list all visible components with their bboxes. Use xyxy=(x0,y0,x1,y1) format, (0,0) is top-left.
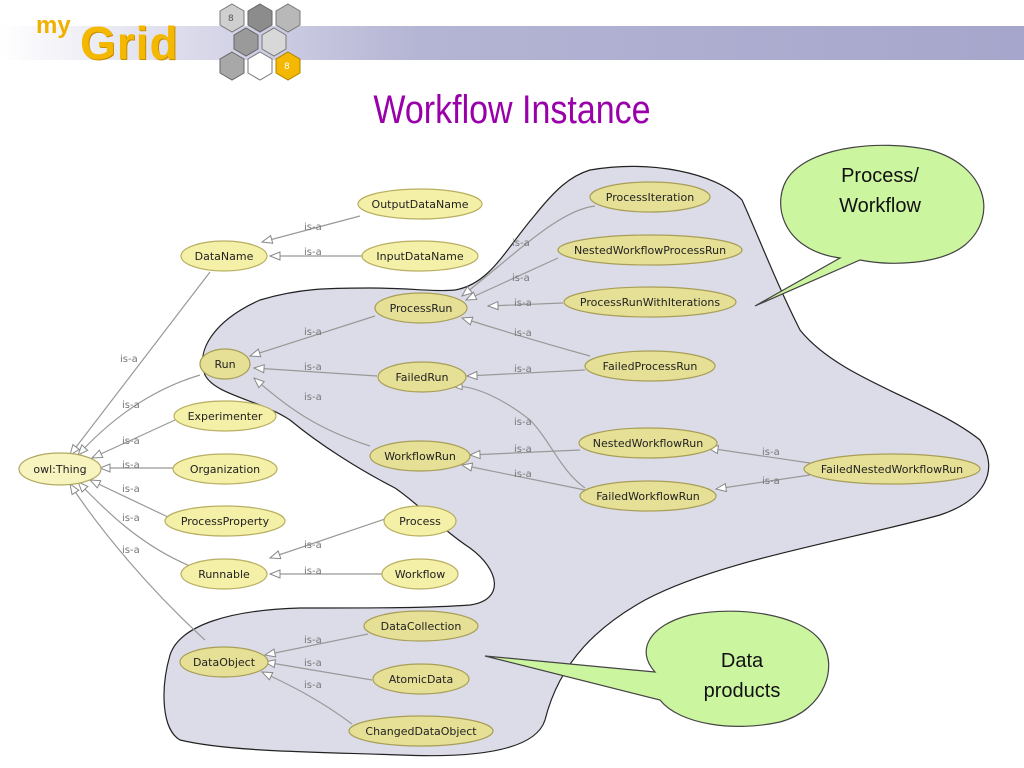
svg-text:8: 8 xyxy=(228,14,234,24)
edge-label: is-a xyxy=(122,460,140,471)
node-failedworkflowrun[interactable]: FailedWorkflowRun xyxy=(579,480,717,512)
edge-label: is-a xyxy=(304,247,322,258)
node-changeddataobject[interactable]: ChangedDataObject xyxy=(348,715,494,747)
node-label: AtomicData xyxy=(389,673,453,686)
node-label: DataObject xyxy=(193,656,256,669)
node-dataobject[interactable]: DataObject xyxy=(179,646,269,678)
edge-label: is-a xyxy=(122,484,140,495)
edge-label: is-a xyxy=(762,476,780,487)
callout-process-line2: Workflow xyxy=(839,195,921,217)
logo-grid-text: Grid xyxy=(80,17,179,69)
is-a-edges xyxy=(70,205,811,725)
header-band xyxy=(0,26,1024,60)
callout-data-line1: Data xyxy=(721,650,764,672)
edge-labels: is-a is-a is-a is-a is-a is-a is-a is-a … xyxy=(120,222,780,691)
node-label: OutputDataName xyxy=(372,198,469,211)
edge-label: is-a xyxy=(514,328,532,339)
node-label: Organization xyxy=(190,463,260,476)
data-products-callout xyxy=(484,610,830,727)
node-label: ChangedDataObject xyxy=(365,725,477,738)
node-outputdataname[interactable]: OutputDataName xyxy=(357,188,483,220)
node-failedprocessrun[interactable]: FailedProcessRun xyxy=(584,350,716,382)
edge-label: is-a xyxy=(122,513,140,524)
node-label: Experimenter xyxy=(188,410,263,423)
callout-process-line1: Process/ xyxy=(841,165,919,187)
node-label: ProcessProperty xyxy=(181,515,270,528)
node-organization[interactable]: Organization xyxy=(172,453,278,485)
node-label: FailedNestedWorkflowRun xyxy=(821,463,963,476)
node-label: FailedProcessRun xyxy=(603,360,698,373)
callout-data-line2: products xyxy=(704,680,781,702)
node-label: NestedWorkflowProcessRun xyxy=(574,244,726,257)
node-label: Run xyxy=(214,358,235,371)
edge-label: is-a xyxy=(512,238,530,249)
edge-label: is-a xyxy=(122,545,140,556)
edge-label: is-a xyxy=(514,298,532,309)
edge-label: is-a xyxy=(514,417,532,428)
node-nestedworkflowrun[interactable]: NestedWorkflowRun xyxy=(578,427,718,459)
edge-label: is-a xyxy=(762,447,780,458)
edge-label: is-a xyxy=(514,364,532,375)
node-dataname[interactable]: DataName xyxy=(180,240,268,272)
node-processrun[interactable]: ProcessRun xyxy=(374,292,468,324)
edge-label: is-a xyxy=(304,362,322,373)
node-label: FailedRun xyxy=(395,371,448,384)
node-label: DataCollection xyxy=(381,620,462,633)
node-label: Workflow xyxy=(395,568,446,581)
node-experimenter[interactable]: Experimenter xyxy=(173,400,277,432)
edge-label: is-a xyxy=(304,635,322,646)
edge-label: is-a xyxy=(304,680,322,691)
edge-label: is-a xyxy=(514,469,532,480)
node-inputdataname[interactable]: InputDataName xyxy=(361,240,479,272)
node-label: WorkflowRun xyxy=(384,450,456,463)
node-label: ProcessRun xyxy=(390,302,453,315)
node-label: ProcessRunWithIterations xyxy=(580,296,720,309)
node-failednestedworkflowrun[interactable]: FailedNestedWorkflowRun xyxy=(803,453,981,485)
node-label: ProcessIteration xyxy=(606,191,694,204)
node-processproperty[interactable]: ProcessProperty xyxy=(164,505,286,537)
node-failedrun[interactable]: FailedRun xyxy=(377,361,467,393)
edge-label: is-a xyxy=(514,444,532,455)
node-run[interactable]: Run xyxy=(199,348,251,380)
edge-label: is-a xyxy=(512,273,530,284)
edge-label: is-a xyxy=(122,400,140,411)
node-label: Runnable xyxy=(198,568,250,581)
node-processiteration[interactable]: ProcessIteration xyxy=(589,181,711,213)
edge-label: is-a xyxy=(304,566,322,577)
process-workflow-callout xyxy=(754,144,985,307)
node-datacollection[interactable]: DataCollection xyxy=(363,610,479,642)
edge-label: is-a xyxy=(120,354,138,365)
page-title: Workflow Instance xyxy=(373,88,651,132)
edge-label: is-a xyxy=(304,540,322,551)
node-label: NestedWorkflowRun xyxy=(593,437,703,450)
node-label: DataName xyxy=(195,250,254,263)
node-workflow[interactable]: Workflow xyxy=(381,558,459,590)
svg-text:8: 8 xyxy=(284,62,290,72)
node-label: FailedWorkflowRun xyxy=(596,490,700,503)
node-process[interactable]: Process xyxy=(383,505,457,537)
node-runnable[interactable]: Runnable xyxy=(180,558,268,590)
process-workflow-region xyxy=(163,165,990,757)
node-label: owl:Thing xyxy=(33,463,86,476)
node-processrunwithiterations[interactable]: ProcessRunWithIterations xyxy=(563,286,737,318)
node-workflowrun[interactable]: WorkflowRun xyxy=(369,440,471,472)
logo-hex-icon: 8 8 xyxy=(219,3,301,81)
edge-label: is-a xyxy=(122,436,140,447)
logo-my-text: my xyxy=(36,12,71,39)
edge-label: is-a xyxy=(304,222,322,233)
edge-label: is-a xyxy=(304,392,322,403)
edge-label: is-a xyxy=(304,327,322,338)
node-owl-thing[interactable]: owl:Thing xyxy=(18,452,102,486)
node-nestedworkflowprocessrun[interactable]: NestedWorkflowProcessRun xyxy=(557,234,743,266)
edge-label: is-a xyxy=(304,658,322,669)
node-label: Process xyxy=(399,515,441,528)
node-atomicdata[interactable]: AtomicData xyxy=(372,663,470,695)
node-label: InputDataName xyxy=(376,250,463,263)
